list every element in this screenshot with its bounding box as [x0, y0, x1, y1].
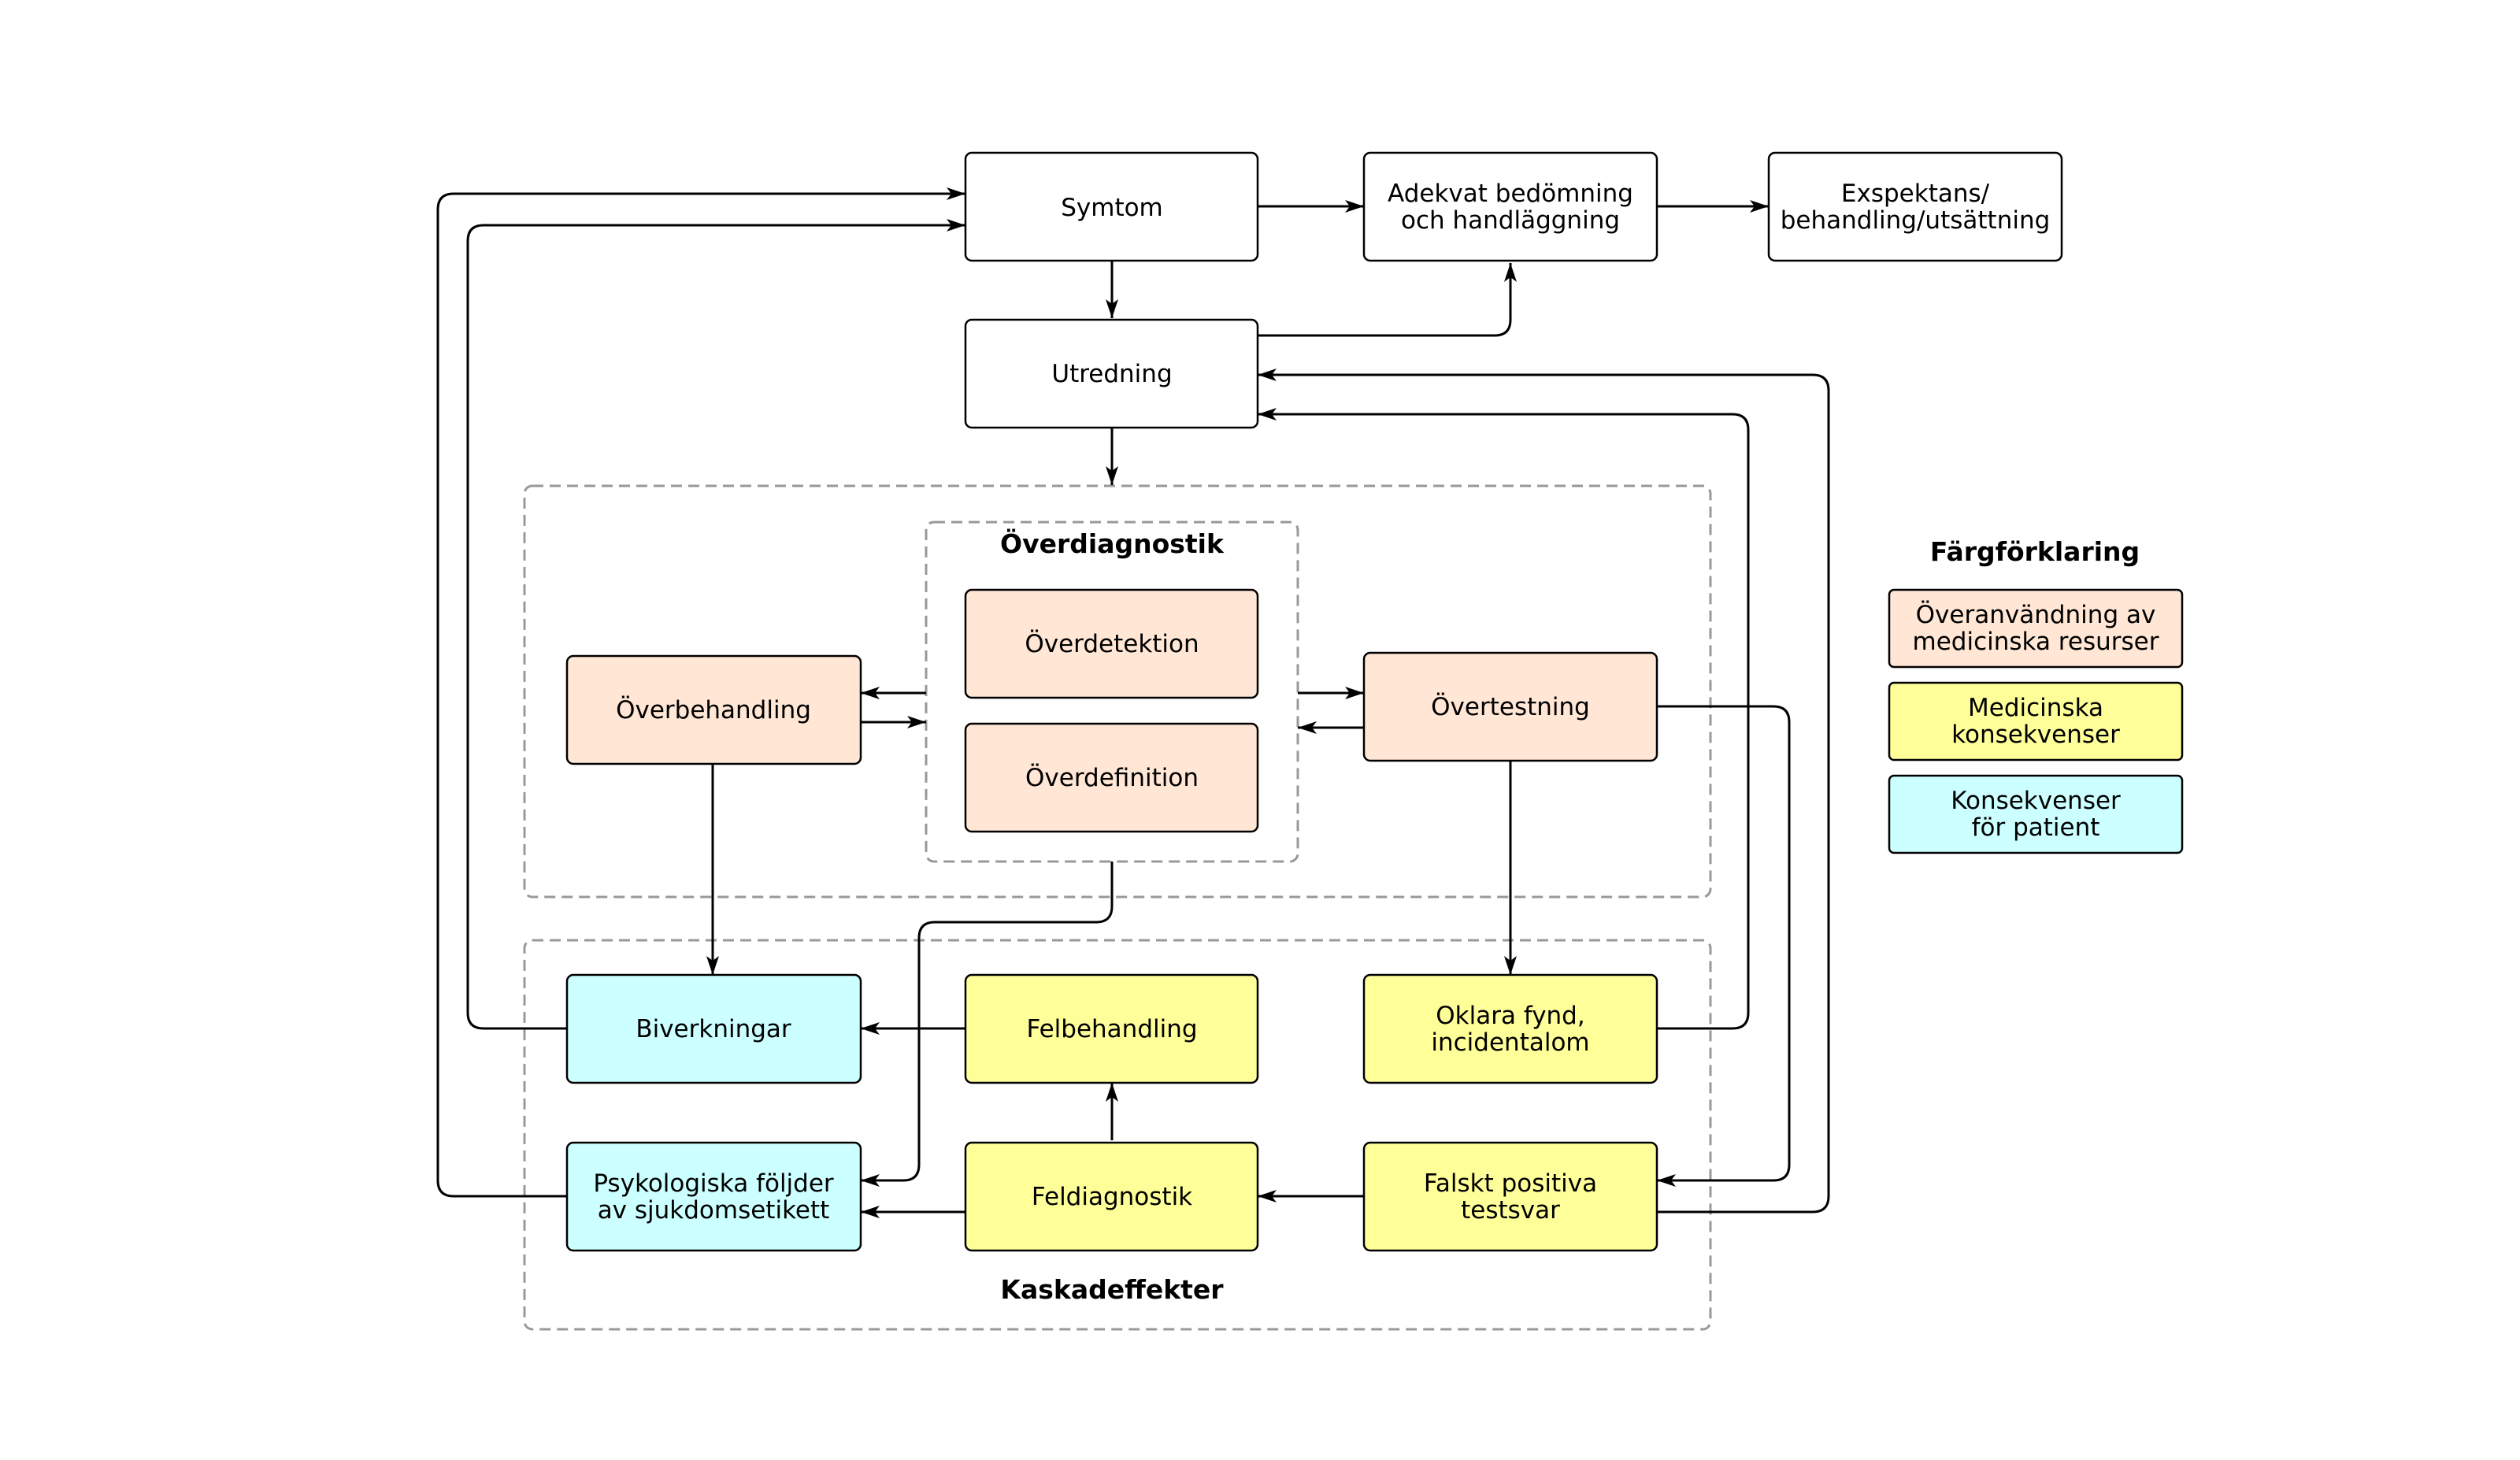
node-biverkningar: Biverkningar — [565, 973, 862, 1084]
node-feldiagnostik: Feldiagnostik — [964, 1141, 1259, 1252]
kaskadeffekter-title: Kaskadeffekter — [1000, 1274, 1224, 1305]
node-overdefinition-label: Överdefinition — [1025, 763, 1199, 792]
node-oklara: Oklara fynd,incidentalom — [1362, 973, 1658, 1084]
node-oklara-label: Oklara fynd,incidentalom — [1431, 1002, 1589, 1057]
node-overtestning: Övertestning — [1362, 651, 1658, 762]
node-symtom: Symtom — [964, 151, 1259, 262]
legend-title: Färgförklaring — [1930, 536, 2140, 567]
node-felbehandling-label: Felbehandling — [1026, 1015, 1197, 1043]
node-utredning-label: Utredning — [1051, 360, 1172, 388]
overdiagnostik-title: Överdiagnostik — [1000, 528, 1225, 559]
node-exspektans-label: Exspektans/behandling/utsättning — [1781, 180, 2051, 235]
edges — [436, 187, 1830, 1218]
node-overbehandling-label: Överbehandling — [616, 695, 811, 724]
node-symtom-label: Symtom — [1061, 194, 1163, 222]
node-overdetektion: Överdetektion — [964, 588, 1259, 699]
node-overtestning-label: Övertestning — [1431, 692, 1590, 721]
node-overbehandling: Överbehandling — [565, 654, 862, 765]
node-overdetektion-label: Överdetektion — [1025, 629, 1199, 658]
node-exspektans: Exspektans/behandling/utsättning — [1767, 151, 2063, 262]
edge-falskt-utredning — [1258, 369, 1830, 1218]
edge-overtestning-falskt — [1657, 705, 1791, 1187]
node-biverkningar-label: Biverkningar — [636, 1015, 791, 1043]
node-felbehandling: Felbehandling — [964, 973, 1259, 1084]
node-feldiagnostik-label: Feldiagnostik — [1032, 1183, 1192, 1211]
edge-utredning-adekvat — [1239, 263, 1517, 342]
overuse-group-frame — [523, 484, 1712, 899]
node-overdefinition: Överdefinition — [964, 722, 1259, 833]
node-utredning: Utredning — [964, 318, 1259, 429]
cascade-group-frame — [523, 939, 1712, 1331]
edge-oklara-utredning — [1258, 408, 1750, 1030]
edge-overdiag-psykologiska — [861, 862, 1114, 1187]
edge-psykologiska-symtom — [436, 187, 965, 1198]
edge-biverkningar-symtom — [466, 219, 965, 1030]
